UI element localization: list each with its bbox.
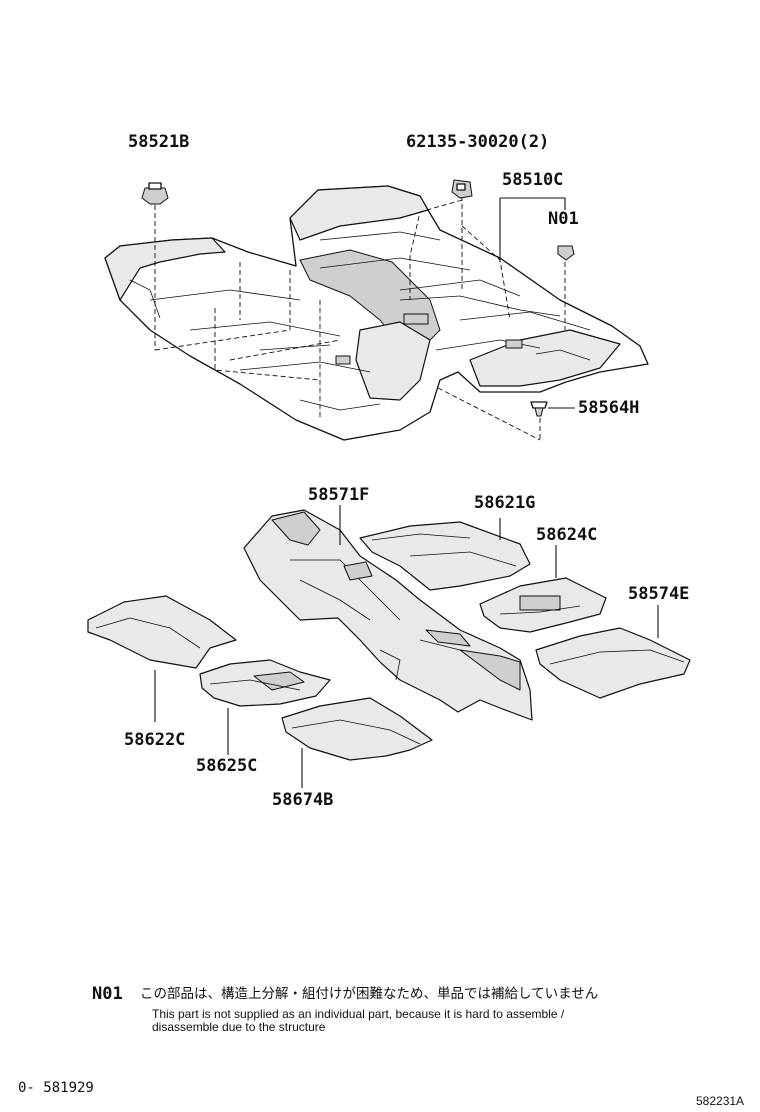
note-english-line2: disassemble due to the structure — [152, 1020, 326, 1034]
label-58521B: 58521B — [128, 132, 189, 152]
fastener-58564H-icon — [530, 401, 548, 417]
label-58564H: 58564H — [578, 398, 639, 418]
clip-N01-icon — [557, 245, 575, 261]
label-58625C: 58625C — [196, 756, 257, 776]
note-english-line1: This part is not supplied as an individu… — [152, 1007, 565, 1021]
label-58621G: 58621G — [474, 493, 535, 513]
label-58622C: 58622C — [124, 730, 185, 750]
footer-left-code: 0- 581929 — [18, 1080, 94, 1096]
insulator-assembly — [87, 505, 691, 788]
label-58574E: 58574E — [628, 584, 689, 604]
note-japanese: この部品は、構造上分解・組付けが困難なため、単品では補給していません — [140, 986, 598, 1002]
label-58674B: 58674B — [272, 790, 333, 810]
clip-62135-icon — [451, 179, 473, 199]
clip-58521B-icon — [141, 182, 169, 205]
label-58571F: 58571F — [308, 485, 369, 505]
label-58510C: 58510C — [502, 170, 563, 190]
label-58624C: 58624C — [536, 525, 597, 545]
footer-right-code: 582231A — [696, 1094, 744, 1108]
floor-carpet-assembly — [104, 179, 649, 441]
label-N01: N01 — [548, 209, 579, 229]
note-code: N01 — [92, 984, 123, 1004]
label-62135-30020: 62135-30020(2) — [406, 132, 549, 152]
